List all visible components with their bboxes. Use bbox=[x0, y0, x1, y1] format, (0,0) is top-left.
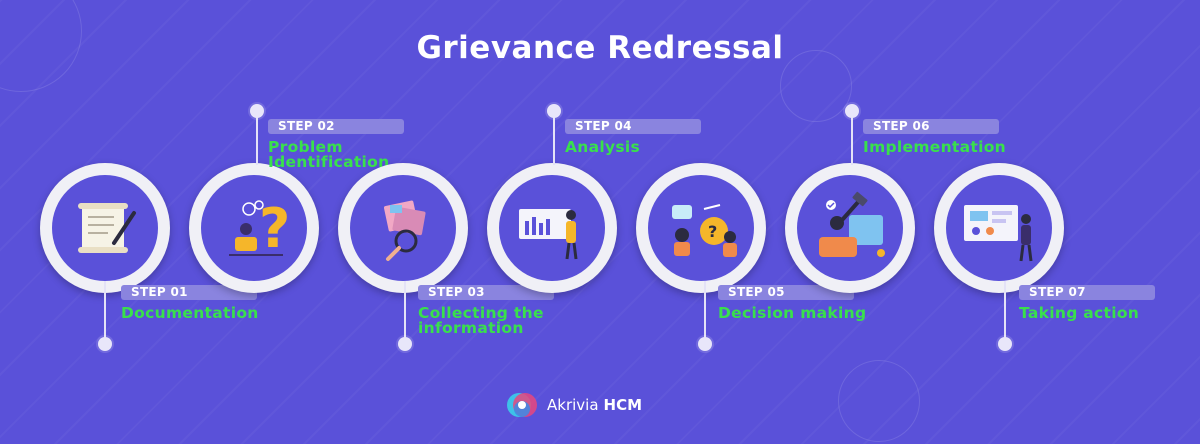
step-endpoint-dot bbox=[845, 104, 859, 118]
svg-text:?: ? bbox=[708, 222, 717, 241]
brand-suffix: HCM bbox=[603, 396, 643, 414]
magnifier-papers-icon bbox=[383, 200, 426, 261]
step-endpoint-dot bbox=[98, 337, 112, 351]
step-label: Analysis bbox=[565, 138, 641, 156]
step-label: Problem Identification bbox=[268, 138, 390, 171]
step-node-06 bbox=[785, 163, 915, 293]
step-connector bbox=[256, 112, 258, 165]
background-ring-decoration bbox=[838, 360, 920, 442]
akrivia-logo-icon bbox=[505, 391, 539, 419]
step-badge: STEP 06 bbox=[863, 119, 999, 134]
step-label: Implementation bbox=[863, 138, 1007, 156]
background-ring-decoration bbox=[780, 50, 852, 122]
step-endpoint-dot bbox=[250, 104, 264, 118]
step-connector bbox=[104, 281, 106, 341]
action-presentation-icon bbox=[964, 205, 1033, 262]
implementation-hammer-icon bbox=[819, 191, 885, 257]
step-badge: STEP 02 bbox=[268, 119, 404, 134]
step-badge: STEP 07 bbox=[1019, 285, 1155, 300]
step-connector bbox=[851, 112, 853, 165]
step-badge: STEP 03 bbox=[418, 285, 554, 300]
step-connector bbox=[1004, 281, 1006, 341]
document-pen-icon bbox=[78, 203, 136, 253]
step-connector bbox=[704, 281, 706, 341]
step-label: Taking action bbox=[1019, 304, 1140, 322]
step-node-07 bbox=[934, 163, 1064, 293]
step-label: Decision making bbox=[718, 304, 867, 322]
step-endpoint-dot bbox=[398, 337, 412, 351]
step-label: Collecting the information bbox=[418, 304, 544, 337]
step-endpoint-dot bbox=[698, 337, 712, 351]
question-mark-person-icon: ? bbox=[229, 197, 290, 260]
step-node-02: ? bbox=[189, 163, 319, 293]
step-connector bbox=[553, 112, 555, 165]
step-node-04 bbox=[487, 163, 617, 293]
step-label: Documentation bbox=[121, 304, 259, 322]
decision-people-icon: ? bbox=[672, 204, 737, 257]
brand-footer: Akrivia HCM bbox=[505, 389, 642, 421]
step-node-03 bbox=[338, 163, 468, 293]
step-node-05: ? bbox=[636, 163, 766, 293]
step-node-01 bbox=[40, 163, 170, 293]
brand-name: Akrivia bbox=[547, 396, 599, 414]
step-endpoint-dot bbox=[547, 104, 561, 118]
step-connector bbox=[404, 281, 406, 341]
step-badge: STEP 04 bbox=[565, 119, 701, 134]
step-endpoint-dot bbox=[998, 337, 1012, 351]
svg-text:?: ? bbox=[259, 197, 290, 260]
step-badge: STEP 01 bbox=[121, 285, 257, 300]
step-badge: STEP 05 bbox=[718, 285, 854, 300]
analysis-board-icon bbox=[519, 209, 578, 260]
page-title: Grievance Redressal bbox=[416, 30, 784, 66]
